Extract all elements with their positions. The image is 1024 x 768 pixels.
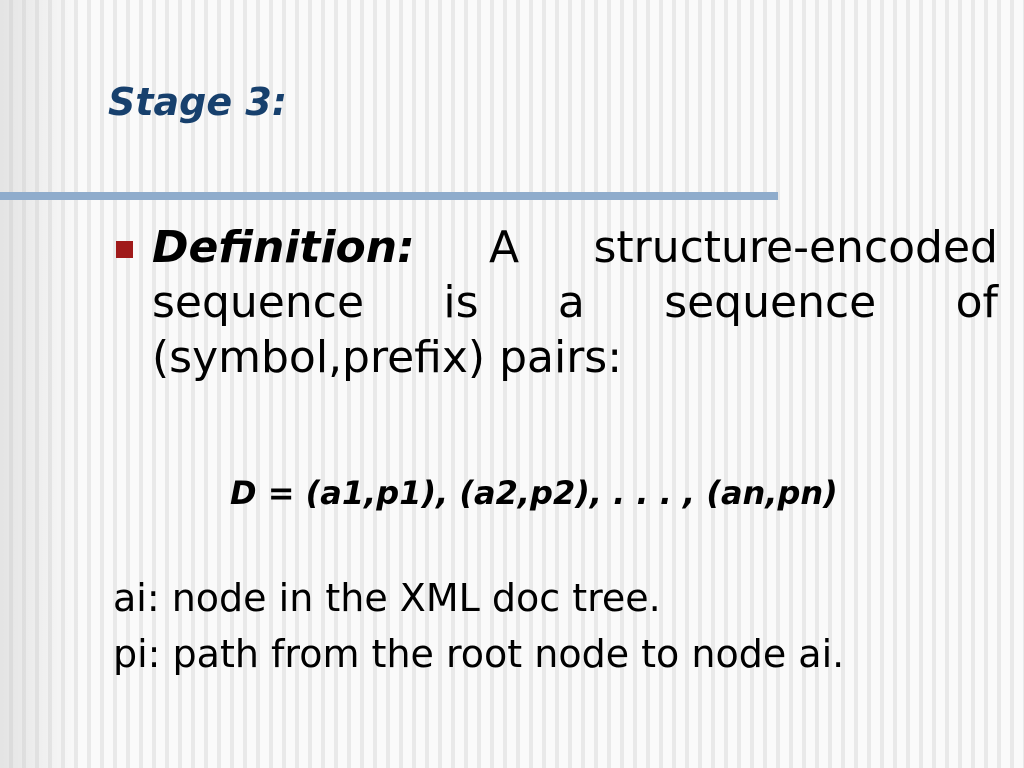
square-bullet-icon xyxy=(116,241,133,258)
definition-word: is xyxy=(443,277,479,328)
definition-paragraph: Definition: A structure-encoded sequence… xyxy=(152,220,998,385)
definition-line-3: (symbol,prefix) pairs: xyxy=(152,332,623,383)
definition-word: a xyxy=(557,277,585,328)
definition-word: sequence xyxy=(664,277,877,328)
definition-word: sequence xyxy=(152,277,365,328)
definition-word: of xyxy=(955,277,998,328)
slide-title: Stage 3: xyxy=(108,80,288,124)
definition-line-2: sequence is a sequence of xyxy=(152,275,998,330)
title-divider xyxy=(0,192,778,200)
note-ai: ai: node in the XML doc tree. xyxy=(113,576,661,620)
definition-word: structure-encoded xyxy=(593,222,998,273)
background-left-shade xyxy=(0,0,80,768)
note-pi: pi: path from the root node to node ai. xyxy=(113,632,845,676)
definition-line-1: Definition: A structure-encoded xyxy=(152,220,998,275)
sequence-formula: D = (a1,p1), (a2,p2), . . . , (an,pn) xyxy=(230,474,838,512)
definition-label: Definition: xyxy=(152,222,415,273)
definition-word: A xyxy=(489,222,520,273)
